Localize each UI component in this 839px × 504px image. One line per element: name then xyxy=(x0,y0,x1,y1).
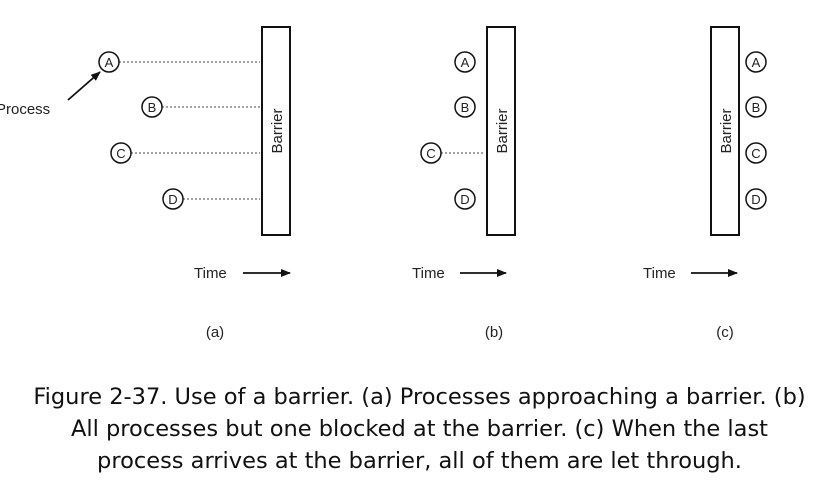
process-c-C: C xyxy=(745,142,767,164)
process-letter: D xyxy=(751,192,760,207)
time-label-c: Time xyxy=(643,265,676,282)
process-b-C: C xyxy=(420,142,442,164)
process-pointer-arrow xyxy=(67,71,101,101)
process-letter: C xyxy=(751,146,760,161)
process-c-D: D xyxy=(745,188,767,210)
process-letter: A xyxy=(105,55,114,70)
process-letter: C xyxy=(426,146,435,161)
process-c-B: B xyxy=(745,96,767,118)
process-b-D: D xyxy=(454,188,476,210)
panel-label-c: (c) xyxy=(716,324,734,341)
barrier-a xyxy=(261,26,291,236)
caption-line: All processes but one blocked at the bar… xyxy=(70,416,769,442)
caption-line: process arrives at the barrier, all of t… xyxy=(97,448,742,474)
barrier-label-b: Barrier xyxy=(494,108,511,153)
process-label: Process xyxy=(0,101,50,118)
panel-label-a: (a) xyxy=(206,324,224,341)
time-label-b: Time xyxy=(412,265,445,282)
panel-a: Barrier A B C D Process Time (a) xyxy=(0,26,291,341)
process-a-B: B xyxy=(141,96,163,118)
barrier-label-c: Barrier xyxy=(718,108,735,153)
barrier-c xyxy=(710,26,740,236)
barrier-label-a: Barrier xyxy=(269,108,286,153)
panel-c: Barrier A B C D Time (c) xyxy=(643,26,767,341)
process-a-D: D xyxy=(162,188,184,210)
barrier-b xyxy=(486,26,516,236)
process-letter: B xyxy=(752,100,761,115)
process-c-A: A xyxy=(745,51,767,73)
process-letter: A xyxy=(461,55,470,70)
process-b-A: A xyxy=(454,51,476,73)
process-letter: D xyxy=(460,192,469,207)
time-label-a: Time xyxy=(194,265,227,282)
process-letter: C xyxy=(116,146,125,161)
figure-caption: Figure 2-37. Use of a barrier. (a) Proce… xyxy=(0,381,839,477)
process-a-A: A xyxy=(98,51,120,73)
process-letter: B xyxy=(461,100,470,115)
panel-label-b: (b) xyxy=(485,324,503,341)
process-a-C: C xyxy=(110,142,132,164)
process-letter: A xyxy=(752,55,761,70)
process-letter: D xyxy=(168,192,177,207)
caption-line: Figure 2-37. Use of a barrier. (a) Proce… xyxy=(33,384,806,410)
panel-b: Barrier A B C D Time (b) xyxy=(412,26,516,341)
process-b-B: B xyxy=(454,96,476,118)
process-letter: B xyxy=(148,100,157,115)
